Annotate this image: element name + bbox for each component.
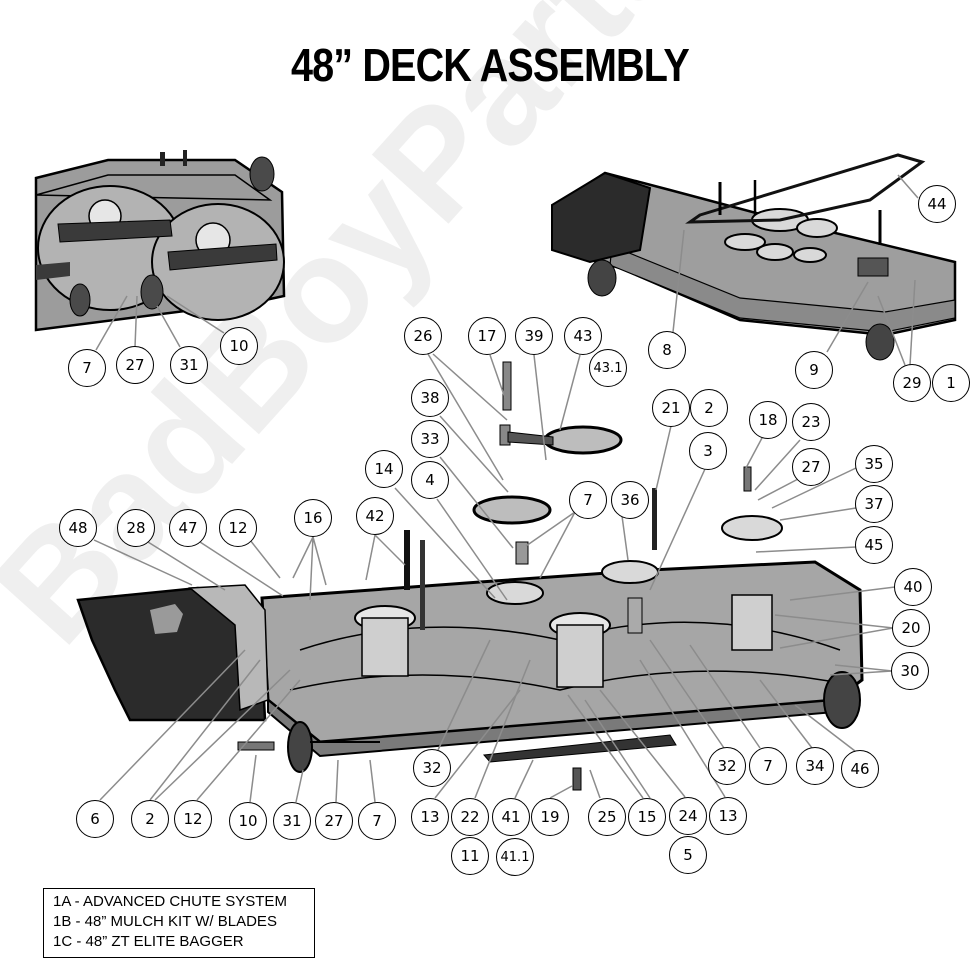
part-callout[interactable]: 5: [669, 836, 707, 874]
legend-item-1c: 1C - 48” ZT ELITE BAGGER: [53, 933, 244, 950]
part-callout[interactable]: 27: [792, 448, 830, 486]
part-callout[interactable]: 22: [451, 798, 489, 836]
part-callout[interactable]: 43: [564, 317, 602, 355]
part-callout[interactable]: 7: [569, 481, 607, 519]
part-callout[interactable]: 11: [451, 837, 489, 875]
part-callout[interactable]: 13: [411, 798, 449, 836]
part-callout[interactable]: 2: [690, 389, 728, 427]
part-callout[interactable]: 32: [413, 749, 451, 787]
page-title: 48” DECK ASSEMBLY: [291, 39, 690, 91]
part-callout[interactable]: 40: [894, 568, 932, 606]
part-callout[interactable]: 25: [588, 798, 626, 836]
part-callout[interactable]: 41: [492, 798, 530, 836]
part-callout[interactable]: 10: [220, 327, 258, 365]
part-callout[interactable]: 19: [531, 798, 569, 836]
part-callout[interactable]: 42: [356, 497, 394, 535]
part-callout[interactable]: 43.1: [589, 349, 627, 387]
part-callout[interactable]: 16: [294, 499, 332, 537]
part-callout[interactable]: 3: [689, 432, 727, 470]
part-callout[interactable]: 44: [918, 185, 956, 223]
part-callout[interactable]: 7: [749, 747, 787, 785]
kit-legend: 1A - ADVANCED CHUTE SYSTEM 1B - 48” MULC…: [43, 888, 315, 958]
part-callout[interactable]: 33: [411, 420, 449, 458]
exploded-view: [76, 353, 896, 803]
part-callout[interactable]: 31: [170, 346, 208, 384]
part-callout[interactable]: 41.1: [496, 838, 534, 876]
part-callout[interactable]: 31: [273, 802, 311, 840]
part-callout[interactable]: 9: [795, 351, 833, 389]
part-callout[interactable]: 47: [169, 509, 207, 547]
part-callout[interactable]: 46: [841, 750, 879, 788]
part-callout[interactable]: 34: [796, 747, 834, 785]
part-callout[interactable]: 7: [358, 802, 396, 840]
part-callout[interactable]: 29: [893, 364, 931, 402]
part-callout[interactable]: 45: [855, 526, 893, 564]
legend-item-1a: 1A - ADVANCED CHUTE SYSTEM: [53, 893, 287, 910]
part-callout[interactable]: 27: [116, 346, 154, 384]
top-view: [551, 153, 957, 366]
part-callout[interactable]: 26: [404, 317, 442, 355]
part-callout[interactable]: 37: [855, 485, 893, 523]
part-callout[interactable]: 15: [628, 798, 666, 836]
part-callout[interactable]: 32: [708, 747, 746, 785]
part-callout[interactable]: 48: [59, 509, 97, 547]
part-callout[interactable]: 20: [892, 609, 930, 647]
part-callout[interactable]: 7: [68, 349, 106, 387]
part-callout[interactable]: 24: [669, 797, 707, 835]
part-callout[interactable]: 38: [411, 379, 449, 417]
part-callout[interactable]: 8: [648, 331, 686, 369]
part-callout[interactable]: 27: [315, 802, 353, 840]
part-callout[interactable]: 2: [131, 800, 169, 838]
part-callout[interactable]: 35: [855, 445, 893, 483]
part-callout[interactable]: 17: [468, 317, 506, 355]
part-callout[interactable]: 12: [219, 509, 257, 547]
part-callout[interactable]: 23: [792, 403, 830, 441]
part-callout[interactable]: 6: [76, 800, 114, 838]
part-callout[interactable]: 39: [515, 317, 553, 355]
part-callout[interactable]: 13: [709, 797, 747, 835]
part-callout[interactable]: 28: [117, 509, 155, 547]
part-callout[interactable]: 14: [365, 450, 403, 488]
part-callout[interactable]: 21: [652, 389, 690, 427]
part-callout[interactable]: 1: [932, 364, 970, 402]
underside-view: [34, 150, 286, 351]
part-callout[interactable]: 12: [174, 800, 212, 838]
part-callout[interactable]: 4: [411, 461, 449, 499]
part-callout[interactable]: 30: [891, 652, 929, 690]
part-callout[interactable]: 10: [229, 802, 267, 840]
legend-item-1b: 1B - 48” MULCH KIT W/ BLADES: [53, 913, 277, 930]
part-callout[interactable]: 18: [749, 401, 787, 439]
part-callout[interactable]: 36: [611, 481, 649, 519]
